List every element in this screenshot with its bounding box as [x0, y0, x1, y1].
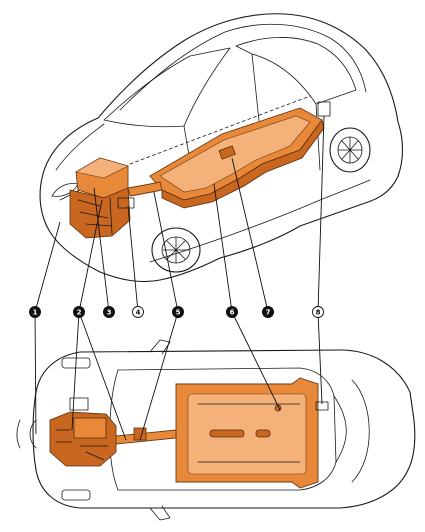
- battery-service-plug-slot: [209, 429, 245, 438]
- aux-battery-topdown: [69, 397, 89, 411]
- leader-4: [127, 205, 139, 313]
- leader-7: [231, 157, 269, 313]
- pdm-top-face: [75, 157, 129, 179]
- car-body-topdown: [32, 349, 416, 509]
- callout-3: 3: [103, 306, 115, 318]
- callout-6: 6: [226, 306, 238, 318]
- callout-5-label: 5: [176, 309, 181, 317]
- callout-7-label: 7: [266, 309, 271, 317]
- front-bumper-topdown: [16, 419, 37, 449]
- battery-rib-lines: [197, 403, 301, 463]
- hv-cable-perspective: [127, 181, 163, 197]
- callout-2: 2: [73, 306, 85, 318]
- callout-1-circle: [29, 306, 41, 318]
- callout-4: 4: [132, 306, 144, 318]
- leader-6: [213, 183, 281, 411]
- callout-4-label: 4: [136, 309, 141, 317]
- callout-8-circle: [312, 306, 324, 318]
- leader-8: [317, 115, 325, 405]
- leader-5: [139, 191, 179, 441]
- callout-6-label: 6: [230, 309, 235, 317]
- inverter-topdown: [73, 417, 107, 439]
- leader-2: [71, 199, 127, 441]
- top-down-car-view: [16, 339, 416, 521]
- side-window-outline: [235, 37, 357, 105]
- rear-wheel-spokes: [337, 136, 363, 164]
- battery-vent-slot: [255, 429, 271, 438]
- callout-5-circle: [172, 306, 184, 318]
- roof-topdown: [117, 367, 337, 491]
- roof-line: [119, 23, 367, 111]
- callout-4-circle: [132, 306, 144, 318]
- leader-3: [93, 187, 110, 313]
- traction-motor-perspective: [69, 187, 131, 239]
- front-wheel-spokes: [162, 236, 190, 264]
- callout-6-circle: [226, 306, 238, 318]
- floor-dashed-line: [129, 95, 311, 165]
- callout-1: 1: [29, 306, 41, 318]
- charge-port-module-perspective: [317, 101, 331, 117]
- callout-7-circle: [262, 306, 274, 318]
- front-wheel: [151, 227, 201, 273]
- callout-8-label: 8: [316, 309, 321, 317]
- callout-3-label: 3: [107, 309, 112, 317]
- callout-5: 5: [172, 306, 184, 318]
- side-mirror-left: [149, 339, 171, 355]
- callout-7: 7: [262, 306, 274, 318]
- callout-1-label: 1: [33, 309, 38, 317]
- rear-wheel: [329, 127, 371, 173]
- windshield-outline: [103, 47, 231, 128]
- battery-junction-box-perspective: [218, 145, 236, 160]
- motor-topdown-detail: [55, 429, 109, 461]
- callout-3-circle: [103, 306, 115, 318]
- callout-8: 8: [312, 306, 324, 318]
- side-mirror-right: [149, 505, 171, 521]
- auxiliary-battery-perspective: [117, 197, 135, 209]
- leader-1: [34, 221, 61, 435]
- motor-detail-lines: [77, 197, 113, 235]
- battery-pack-inner-panel: [187, 393, 307, 475]
- wheel-front-right: [61, 489, 91, 501]
- car-body-outline: [39, 13, 404, 283]
- cable-connector-topdown: [133, 427, 147, 441]
- callout-2-circle: [73, 306, 85, 318]
- callout-markers: 1 2 3 4 5 6 7 8: [29, 306, 324, 318]
- leader-lines: [34, 115, 325, 441]
- callout-2-label: 2: [77, 309, 82, 317]
- perspective-car-view: [39, 13, 404, 283]
- rear-glass-topdown: [333, 379, 370, 483]
